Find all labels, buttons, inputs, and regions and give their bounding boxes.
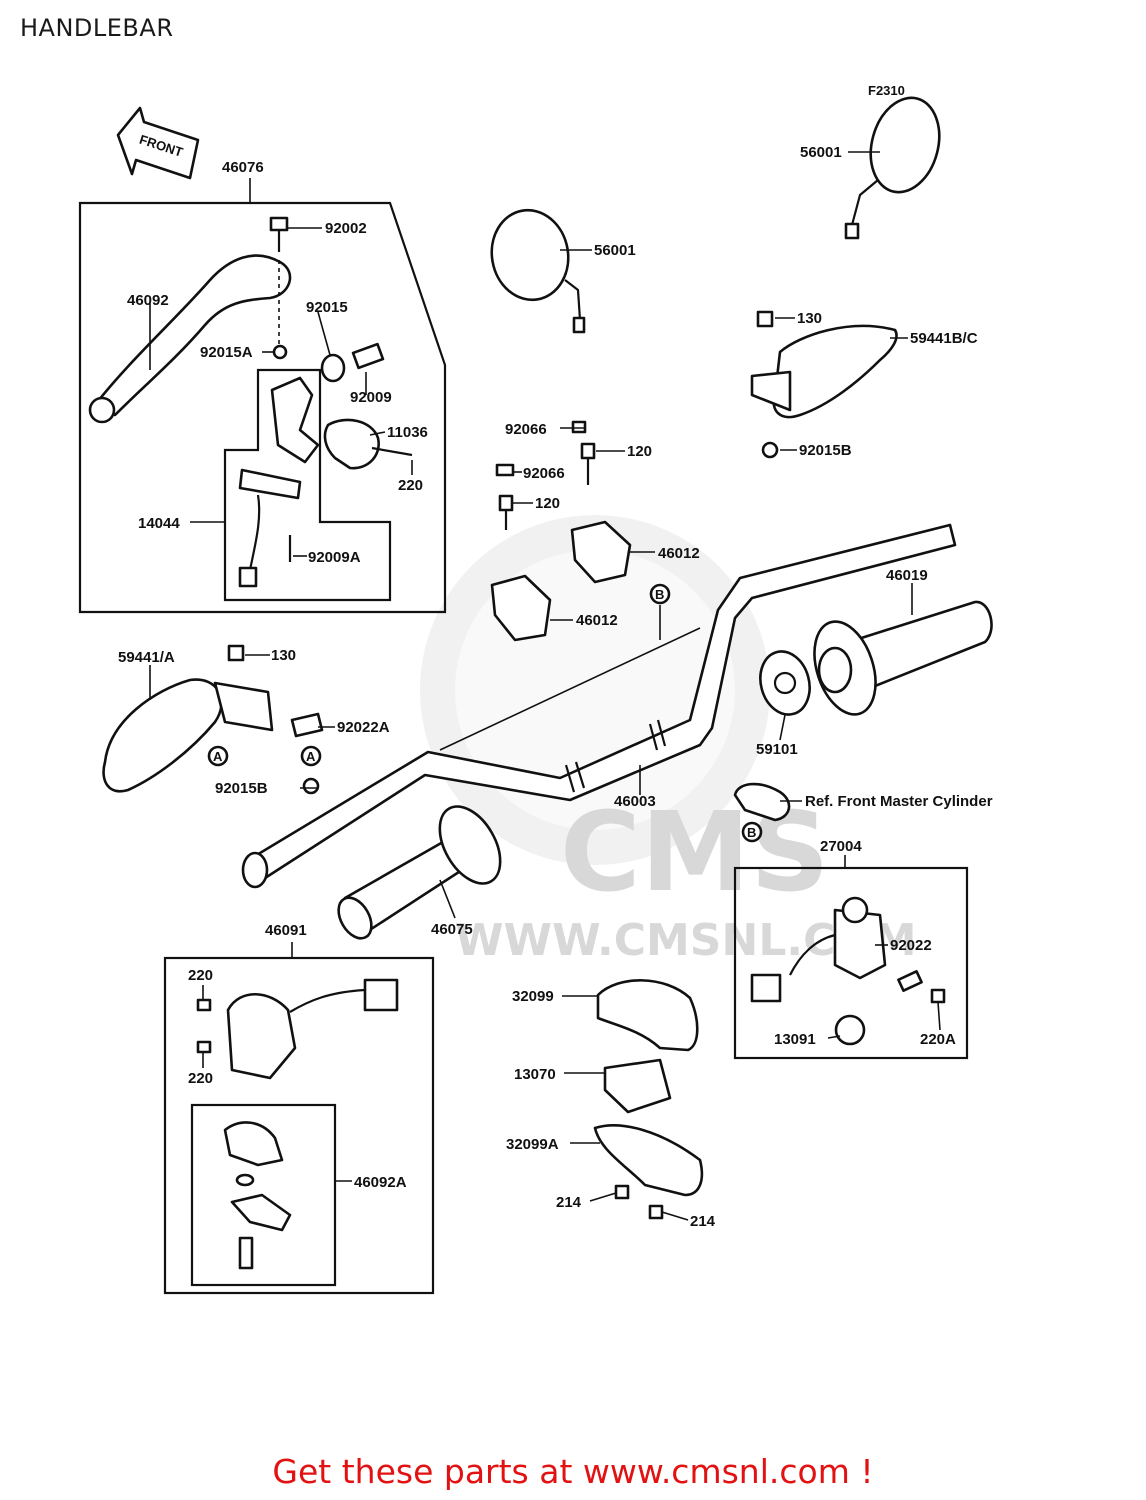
marker-a-2-label: A: [306, 749, 316, 764]
marker-b-1-label: B: [655, 587, 664, 602]
front-arrow-icon: FRONT: [116, 106, 200, 180]
callout-92066-bottom: 92066: [523, 465, 565, 482]
callout-92022: 92022: [890, 937, 932, 954]
callout-46012-top: 46012: [658, 545, 700, 562]
callout-92015b-left: 92015B: [215, 780, 268, 797]
callout-46076: 46076: [222, 159, 264, 176]
marker-a-2: A: [300, 745, 322, 767]
grip-right: [813, 600, 993, 716]
marker-b-2: B: [741, 821, 763, 843]
callout-92009: 92009: [350, 389, 392, 406]
callout-220-top: 220: [398, 477, 423, 494]
callout-46019: 46019: [886, 567, 928, 584]
callout-13091: 13091: [774, 1031, 816, 1048]
right-switch-assembly: [733, 855, 969, 1060]
callout-27004: 27004: [820, 838, 862, 855]
callout-220-switch-top: 220: [188, 967, 213, 984]
callout-56001-left: 56001: [594, 242, 636, 259]
callout-46003: 46003: [614, 793, 656, 810]
callout-92015b-right: 92015B: [799, 442, 852, 459]
callout-92015: 92015: [306, 299, 348, 316]
callout-92022a: 92022A: [337, 719, 390, 736]
callout-59101: 59101: [756, 741, 798, 758]
callout-46092a: 46092A: [354, 1174, 407, 1191]
callout-130-right: 130: [797, 310, 822, 327]
footer-cta-link[interactable]: Get these parts at www.cmsnl.com !: [272, 1452, 874, 1491]
callout-120-top: 120: [627, 443, 652, 460]
callout-92009a: 92009A: [308, 549, 361, 566]
callout-46075: 46075: [431, 921, 473, 938]
callout-92015a: 92015A: [200, 344, 253, 361]
hand-guard-right: [750, 310, 898, 459]
handlebar-tube: [241, 523, 957, 889]
master-cylinder-clamp: [733, 782, 791, 822]
mirror-left: [490, 208, 586, 334]
callout-59441bc: 59441B/C: [910, 330, 978, 347]
throttle-case-parts: [593, 979, 704, 1220]
left-switch-assembly: [163, 942, 435, 1295]
callout-14044: 14044: [138, 515, 180, 532]
callout-220-switch-bottom: 220: [188, 1070, 213, 1087]
clutch-lever-assembly: [78, 178, 447, 614]
callout-labels: 46076 92002 46092 92015 92015A 92009 110…: [118, 144, 993, 1230]
marker-b-1: B: [649, 583, 671, 605]
callout-214-left: 214: [556, 1194, 582, 1211]
ref-front-master-cylinder: Ref. Front Master Cylinder: [805, 793, 993, 810]
callout-130-left: 130: [271, 647, 296, 664]
hand-guard-left: [102, 644, 324, 795]
page-title: HANDLEBAR: [20, 14, 174, 42]
throttle-housing: [759, 650, 811, 716]
marker-a-1-label: A: [213, 749, 223, 764]
callout-11036: 11036: [387, 424, 428, 441]
callout-59441a: 59441/A: [118, 649, 175, 666]
marker-b-2-label: B: [747, 825, 756, 840]
callout-214-right: 214: [690, 1213, 716, 1230]
callout-32099: 32099: [512, 988, 554, 1005]
callout-46091: 46091: [265, 922, 307, 939]
callout-220a-right: 220A: [920, 1031, 956, 1048]
grip-left: [337, 805, 502, 940]
callout-46092: 46092: [127, 292, 169, 309]
callout-32099a: 32099A: [506, 1136, 559, 1153]
figure-code: F2310: [868, 83, 905, 98]
callout-120-bottom: 120: [535, 495, 560, 512]
handlebar-clamps: [490, 420, 632, 642]
mirror-right: [844, 96, 941, 240]
leader-lines: [149, 151, 941, 1221]
marker-a-1: A: [207, 745, 229, 767]
callout-13070: 13070: [514, 1066, 556, 1083]
callout-46012-bottom: 46012: [576, 612, 618, 629]
callout-92066-top: 92066: [505, 421, 547, 438]
callout-56001-right: 56001: [800, 144, 842, 161]
callout-92002: 92002: [325, 220, 367, 237]
